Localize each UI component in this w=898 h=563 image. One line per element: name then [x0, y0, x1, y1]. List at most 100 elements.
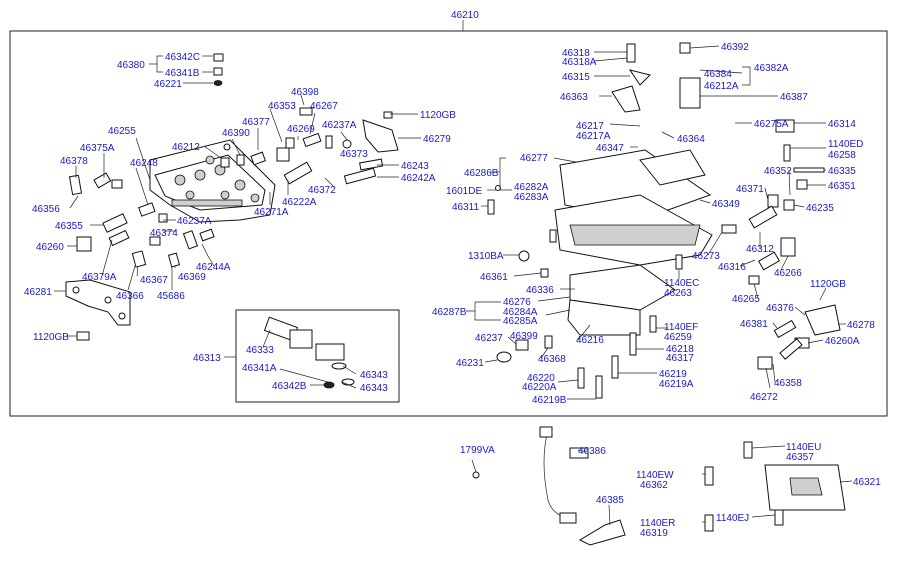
callout-46386[interactable]: 46386	[578, 446, 606, 457]
callout-46321[interactable]: 46321	[853, 477, 881, 488]
callout-1120GB-left[interactable]: 1120GB	[33, 332, 69, 343]
callout-46265[interactable]: 46265	[732, 294, 760, 305]
callout-1140ED[interactable]: 1140ED	[828, 139, 863, 150]
callout-46273[interactable]: 46273	[692, 251, 720, 262]
callout-46311[interactable]: 46311	[452, 202, 480, 213]
callout-46364[interactable]: 46364	[677, 134, 705, 145]
callout-46284A[interactable]: 46284A	[503, 307, 538, 318]
callout-46314[interactable]: 46314	[828, 119, 856, 130]
callout-46380[interactable]: 46380	[117, 60, 145, 71]
callout-45686[interactable]: 45686	[157, 291, 185, 302]
callout-46355[interactable]: 46355	[55, 221, 83, 232]
callout-46248[interactable]: 46248	[130, 158, 158, 169]
callout-46381[interactable]: 46381	[740, 319, 768, 330]
callout-46244A[interactable]: 46244A	[196, 262, 231, 273]
callout-46242A[interactable]: 46242A	[401, 173, 436, 184]
callout-46356[interactable]: 46356	[32, 204, 60, 215]
callout-46333[interactable]: 46333	[246, 345, 274, 356]
callout-46399[interactable]: 46399	[510, 331, 538, 342]
callout-46342B[interactable]: 46342B	[272, 381, 307, 392]
callout-46275A[interactable]: 46275A	[754, 119, 789, 130]
callout-46357[interactable]: 46357	[786, 452, 814, 463]
callout-46281[interactable]: 46281	[24, 287, 52, 298]
callout-46382A[interactable]: 46382A	[754, 63, 789, 74]
callout-46287B[interactable]: 46287B	[432, 307, 467, 318]
callout-46363[interactable]: 46363	[560, 92, 588, 103]
callout-46379A[interactable]: 46379A	[82, 272, 117, 283]
callout-46316[interactable]: 46316	[718, 262, 746, 273]
callout-46277[interactable]: 46277	[520, 153, 548, 164]
callout-46319[interactable]: 46319	[640, 528, 668, 539]
callout-1140EF[interactable]: 1140EF	[664, 322, 698, 333]
callout-1140EU[interactable]: 1140EU	[786, 442, 821, 453]
callout-46373[interactable]: 46373	[340, 149, 368, 160]
callout-46260[interactable]: 46260	[36, 242, 64, 253]
callout-46378[interactable]: 46378	[60, 156, 88, 167]
callout-46317[interactable]: 46317	[666, 353, 694, 364]
callout-46260A[interactable]: 46260A	[825, 336, 860, 347]
callout-46376[interactable]: 46376	[766, 303, 794, 314]
callout-46217A[interactable]: 46217A	[576, 131, 611, 142]
callout-46318A[interactable]: 46318A	[562, 57, 597, 68]
callout-46278[interactable]: 46278	[847, 320, 875, 331]
callout-46259[interactable]: 46259	[664, 332, 692, 343]
callout-46282A[interactable]: 46282A	[514, 182, 549, 193]
callout-46352[interactable]: 46352	[764, 166, 792, 177]
callout-46353[interactable]: 46353	[268, 101, 296, 112]
callout-46258[interactable]: 46258	[828, 150, 856, 161]
callout-46267[interactable]: 46267	[310, 101, 338, 112]
callout-46266[interactable]: 46266	[774, 268, 802, 279]
callout-46369[interactable]: 46369	[178, 272, 206, 283]
callout-46347[interactable]: 46347	[596, 143, 624, 154]
callout-46219B[interactable]: 46219B	[532, 395, 567, 406]
callout-46237[interactable]: 46237	[475, 333, 503, 344]
callout-46219A[interactable]: 46219A	[659, 379, 694, 390]
callout-46220A[interactable]: 46220A	[522, 382, 557, 393]
callout-1799VA[interactable]: 1799VA	[460, 445, 495, 456]
callout-46358[interactable]: 46358	[774, 378, 802, 389]
callout-46342C[interactable]: 46342C	[165, 52, 200, 63]
callout-46368[interactable]: 46368	[538, 354, 566, 365]
callout-1140EC[interactable]: 1140EC	[664, 278, 699, 289]
callout-46243[interactable]: 46243	[401, 161, 429, 172]
callout-46392[interactable]: 46392	[721, 42, 749, 53]
callout-46362[interactable]: 46362	[640, 480, 668, 491]
callout-46343-b[interactable]: 46343	[360, 383, 388, 394]
callout-46375A[interactable]: 46375A	[80, 143, 115, 154]
callout-46390[interactable]: 46390	[222, 128, 250, 139]
callout-46372[interactable]: 46372	[308, 185, 336, 196]
callout-46221[interactable]: 46221	[154, 79, 182, 90]
callout-46235[interactable]: 46235	[806, 203, 834, 214]
callout-46210[interactable]: 46210	[451, 10, 479, 21]
callout-46398[interactable]: 46398	[291, 87, 319, 98]
callout-46313[interactable]: 46313	[193, 353, 221, 364]
callout-46343-a[interactable]: 46343	[360, 370, 388, 381]
callout-46237A-top[interactable]: 46237A	[322, 120, 357, 131]
callout-46312[interactable]: 46312	[746, 244, 774, 255]
callout-1120GB-right[interactable]: 1120GB	[810, 279, 846, 290]
callout-1140ER[interactable]: 1140ER	[640, 518, 675, 529]
callout-46220[interactable]: 46220	[527, 373, 555, 384]
callout-46384[interactable]: 46384	[704, 69, 732, 80]
callout-46336[interactable]: 46336	[526, 285, 554, 296]
callout-46276[interactable]: 46276	[503, 297, 531, 308]
callout-46231[interactable]: 46231	[456, 358, 484, 369]
callout-46286B[interactable]: 46286B	[464, 168, 499, 179]
callout-46217[interactable]: 46217	[576, 121, 604, 132]
callout-46377[interactable]: 46377	[242, 117, 270, 128]
callout-46216[interactable]: 46216	[576, 335, 604, 346]
callout-1601DE[interactable]: 1601DE	[446, 186, 482, 197]
callout-46351[interactable]: 46351	[828, 181, 856, 192]
callout-46218[interactable]: 46218	[666, 344, 694, 355]
callout-1310BA[interactable]: 1310BA	[468, 251, 504, 262]
callout-46255[interactable]: 46255	[108, 126, 136, 137]
callout-46219[interactable]: 46219	[659, 369, 687, 380]
callout-46315[interactable]: 46315	[562, 72, 590, 83]
callout-46387[interactable]: 46387	[780, 92, 808, 103]
callout-46283A[interactable]: 46283A	[514, 192, 549, 203]
callout-1120GB-top[interactable]: 1120GB	[420, 110, 456, 121]
callout-46212A[interactable]: 46212A	[704, 81, 739, 92]
callout-1140EW[interactable]: 1140EW	[636, 470, 674, 481]
callout-46341A[interactable]: 46341A	[242, 363, 277, 374]
callout-46269[interactable]: 46269	[287, 124, 315, 135]
